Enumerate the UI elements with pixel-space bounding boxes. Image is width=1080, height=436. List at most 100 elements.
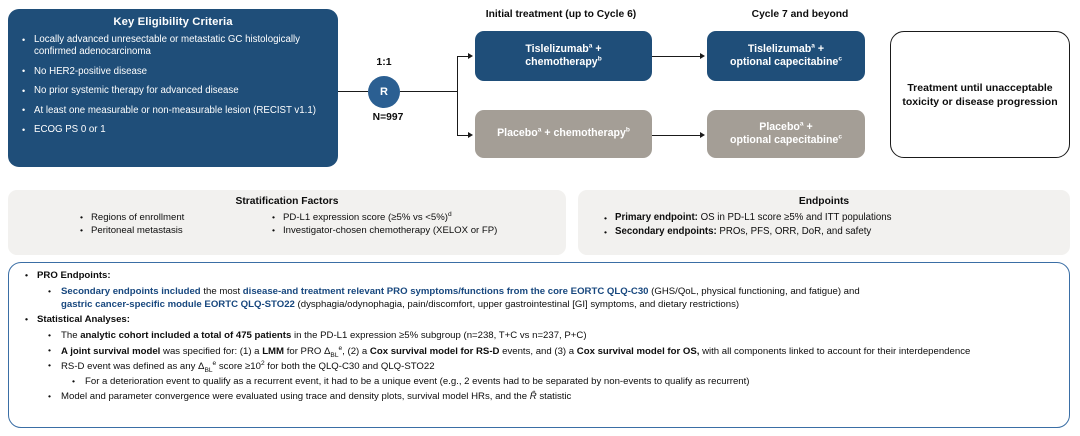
arm-label-line1: Placebo	[759, 120, 800, 133]
stat4-pre: Model and parameter convergence were eva…	[61, 391, 530, 403]
stat1-post: in the PD-L1 expression ≥5% subgroup (n=…	[291, 330, 587, 342]
footnote-marker-a: a	[537, 126, 542, 134]
stat2-t3: , (2) a	[342, 345, 370, 357]
arm-initial-tislelizumab: Tislelizumaba + chemotherapyb	[475, 31, 652, 81]
list-item: No HER2-positive disease	[18, 65, 328, 78]
stat3-mid: score ≥10	[216, 360, 261, 372]
connector-r-stem	[400, 91, 458, 93]
footnote-marker-b: b	[597, 55, 602, 63]
arrow-icon	[700, 131, 705, 138]
stratification-title: Stratification Factors	[235, 196, 339, 207]
list-item: PD-L1 expression score (≥5% vs <5%)d	[270, 210, 497, 224]
pro-secondary-mid1: the most	[200, 286, 243, 297]
arm-label-line1: Placebo	[497, 127, 538, 140]
footnote-marker-d: d	[447, 210, 452, 218]
arm-label-line2: chemotherapy	[525, 56, 598, 68]
arrow-icon	[468, 131, 473, 138]
stat3-post: for both the QLQ-C30 and QLQ-STO22	[264, 360, 435, 372]
arm-label-line2: optional capecitabine	[730, 56, 839, 68]
outcome-line1: Treatment until unacceptable	[907, 81, 1053, 94]
arm-label-plus: +	[814, 42, 825, 55]
arm-label-plus: +	[803, 120, 813, 133]
stat1-pre: The	[61, 330, 81, 342]
randomization-circle: R	[368, 76, 400, 108]
endpoints-title: Endpoints	[798, 196, 850, 207]
outcome-box: Treatment until unacceptable toxicity or…	[890, 31, 1070, 158]
arrow-icon	[468, 52, 473, 59]
connector-to-arm-a	[457, 56, 469, 58]
footnote-marker-a: a	[811, 41, 815, 49]
statistical-analyses-heading: Statistical Analyses:	[19, 313, 1059, 326]
pro-secondary-endpoints: Secondary endpoints included the most di…	[19, 284, 1059, 311]
list-item: Secondary endpoints: PROs, PFS, ORR, DoR…	[602, 225, 1070, 239]
randomization-ratio: 1:1	[376, 56, 392, 68]
arm-label-mid: + chemotherapy	[541, 127, 626, 140]
delta-bl-subscript: BL	[330, 351, 339, 359]
footnote-marker-a: a	[799, 119, 804, 127]
arm-label-plus: +	[592, 42, 602, 55]
footnote-marker-c: c	[838, 55, 842, 63]
eligibility-title: Key Eligibility Criteria	[113, 16, 233, 28]
list-item: At least one measurable or non-measurabl…	[18, 104, 328, 117]
stat2-t1: was specified for: (1) a	[160, 345, 263, 357]
pro-endpoints-heading: PRO Endpoints:	[19, 269, 1059, 282]
list-item: Peritoneal metastasis	[78, 224, 260, 238]
stat2-t4: events, and (3) a	[499, 345, 577, 357]
stat3-pre: RS-D event was defined as any Δ	[61, 360, 205, 372]
stat2-lmm: LMM	[262, 345, 285, 357]
footnote-marker-c: c	[838, 133, 842, 141]
pro-secondary-lead: Secondary endpoints included	[61, 286, 201, 297]
eligibility-box: Key Eligibility Criteria Locally advance…	[8, 9, 338, 167]
stat-recurrent-event-note: For a deterioration event to qualify as …	[19, 375, 1059, 388]
delta-bl-subscript: BL	[204, 366, 213, 374]
stat1-bold: analytic cohort included a total of 475 …	[80, 330, 292, 342]
randomization-n: N=997	[372, 112, 404, 123]
footnote-marker-e: e	[212, 359, 217, 367]
pro-secondary-mid3: (dysphagia/odynophagia, pain/discomfort,…	[294, 299, 740, 311]
list-item: ECOG PS 0 or 1	[18, 124, 328, 136]
pro-statistics-panel: PRO Endpoints: Secondary endpoints inclu…	[8, 262, 1070, 428]
stratification-panel: Stratification Factors Regions of enroll…	[8, 190, 566, 255]
outcome-line2: toxicity or disease progression	[902, 95, 1058, 108]
endpoints-panel: Endpoints Primary endpoint: OS in PD-L1 …	[578, 190, 1070, 255]
list-item: Investigator-chosen chemotherapy (XELOX …	[270, 224, 497, 238]
arm-label-line1: Tislelizumab	[525, 42, 589, 55]
stat-rsd-definition: RS-D event was defined as any ΔBLe score…	[19, 359, 1059, 374]
secondary-endpoint-label: Secondary endpoints:	[615, 226, 717, 238]
footnote-marker-e: e	[338, 344, 343, 352]
pro-secondary-mid2: (GHS/QoL, physical functioning, and fati…	[648, 286, 860, 297]
pro-core-instrument: disease-and treatment relevant PRO sympt…	[242, 286, 649, 297]
arm-cycle7-placebo: Placeboa + optional capecitabinec	[707, 110, 865, 158]
connector-arm-b-to-cycle7	[652, 135, 701, 137]
stat-joint-survival-model: A joint survival model was specified for…	[19, 344, 1059, 359]
stat4-post: statistic	[536, 391, 572, 403]
primary-endpoint-label: Primary endpoint:	[615, 212, 698, 223]
r-hat-symbol: R̂	[529, 391, 537, 403]
primary-endpoint-text: OS in PD-L1 score ≥5% and ITT population…	[697, 212, 892, 223]
list-item: Locally advanced unresectable or metasta…	[18, 33, 328, 58]
secondary-endpoint-text: PROs, PFS, ORR, DoR, and safety	[716, 226, 872, 238]
strat-pdl1-text: PD-L1 expression score (≥5% vs <5%)	[283, 212, 448, 223]
column-header-cycle7: Cycle 7 and beyond	[751, 9, 849, 20]
arm-cycle7-tislelizumab: Tislelizumaba + optional capecitabinec	[707, 31, 865, 81]
endpoints-list: Primary endpoint: OS in PD-L1 score ≥5% …	[578, 210, 1070, 239]
exponent-two: 2	[260, 359, 265, 367]
connector-arm-a-to-cycle7	[652, 56, 701, 58]
stat2-bold1: A joint survival model	[61, 345, 161, 357]
stat2-cox-rsd: Cox survival model for RS-D	[369, 345, 500, 357]
stat2-cox-os: Cox survival model for OS,	[576, 345, 700, 357]
arrow-icon	[700, 52, 705, 59]
arm-label-line1: Tislelizumab	[747, 42, 812, 55]
stratification-left-list: Regions of enrollment Peritoneal metasta…	[78, 210, 260, 238]
column-header-initial: Initial treatment (up to Cycle 6)	[485, 9, 637, 20]
arm-label-line2: optional capecitabine	[730, 134, 839, 146]
eligibility-list: Locally advanced unresectable or metasta…	[18, 33, 328, 137]
arm-initial-placebo: Placeboa + chemotherapyb	[475, 110, 652, 158]
connector-eligibility-to-r	[338, 91, 368, 93]
footnote-marker-a: a	[588, 41, 593, 49]
stat-analytic-cohort: The analytic cohort included a total of …	[19, 329, 1059, 342]
stat2-t5: with all components linked to account fo…	[699, 345, 971, 357]
stratification-right-list: PD-L1 expression score (≥5% vs <5%)d Inv…	[270, 210, 497, 238]
connector-to-arm-b	[457, 135, 469, 137]
